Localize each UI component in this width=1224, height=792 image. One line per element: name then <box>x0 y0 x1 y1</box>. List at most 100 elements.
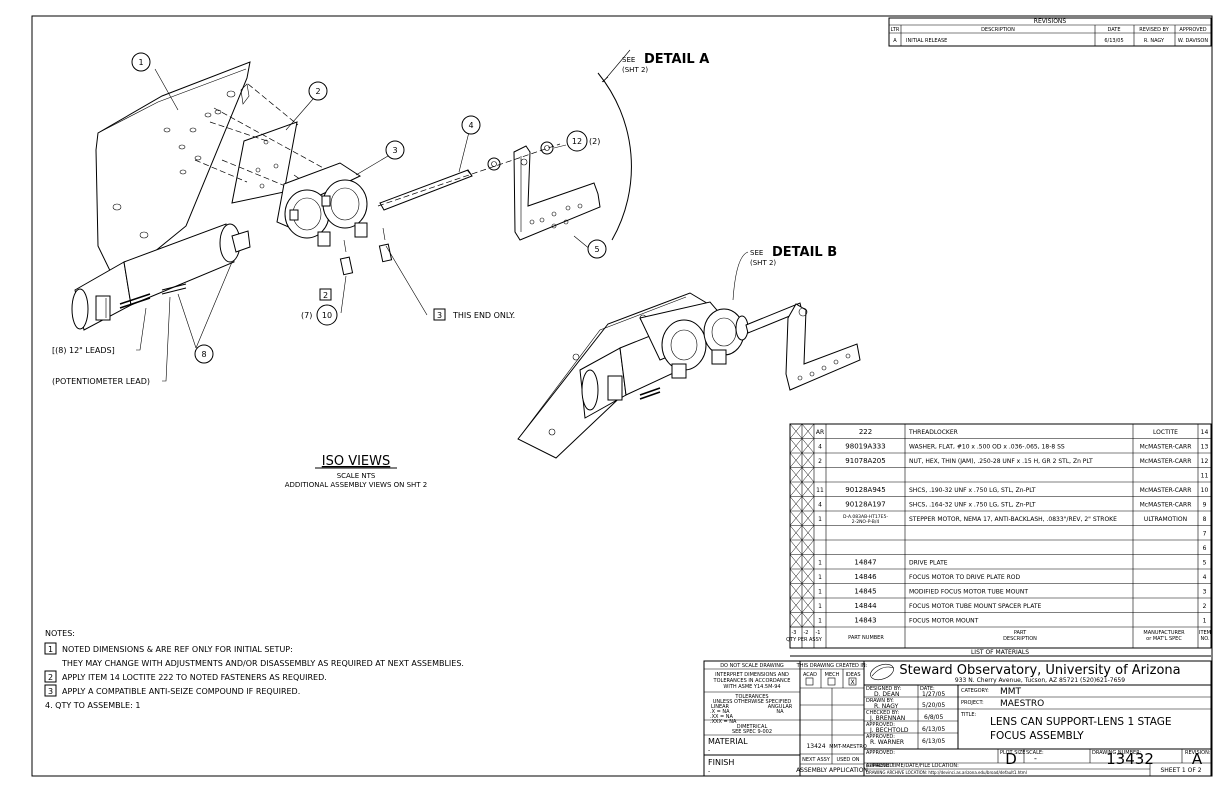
balloon-item-2: 2 <box>308 81 328 101</box>
bom-qty: 1 <box>818 574 822 581</box>
bom-qty: 1 <box>818 617 822 624</box>
tb-project: MAESTRO <box>1000 699 1044 709</box>
detail-b-leader <box>732 251 749 301</box>
bom-item-number: 7 <box>1203 530 1207 537</box>
bom-h-desc1: PART <box>1014 630 1027 636</box>
part-3-tube-mount <box>276 162 368 247</box>
note-2: APPLY ITEM 14 LOCTITE 222 TO NOTED FASTE… <box>62 673 327 682</box>
tb-rev-label: REVISION: <box>1185 750 1211 756</box>
bom-description: STEPPER MOTOR, NEMA 17, ANTI-BACKLASH, .… <box>909 516 1117 523</box>
detail-b-see: SEE <box>750 249 763 257</box>
general-notes: NOTES: 1 NOTED DIMENSIONS & ARE REF ONLY… <box>44 629 464 710</box>
tb-linear: LINEAR <box>711 704 730 710</box>
svg-text:3: 3 <box>437 311 442 320</box>
tb-approved1: J. BECHTOLD <box>869 727 909 734</box>
bom-item-number: 13 <box>1201 443 1209 450</box>
tb-current-time: CURRENT TIME/DATE/FILE LOCATION: <box>866 763 959 769</box>
bom-item-number: 12 <box>1201 458 1209 465</box>
tb-approved2-date: 6/13/05 <box>922 738 945 745</box>
balloon-item-3: 3 <box>385 140 405 160</box>
svg-text:(7): (7) <box>301 311 312 320</box>
revisions-block: REVISIONS LTR DESCRIPTION DATE REVISED B… <box>888 17 1212 47</box>
svg-text:2: 2 <box>48 673 53 682</box>
bom-item-number: 9 <box>1203 501 1207 508</box>
bom-item-number: 2 <box>1203 603 1207 610</box>
revisions-title: REVISIONS <box>1034 18 1067 25</box>
tb-designed-by-label: DESIGNED BY: <box>866 686 901 692</box>
note-1b: THEY MAY CHANGE WITH ADJUSTMENTS AND/OR … <box>61 659 464 668</box>
tb-unless: UNLESS OTHERWISE SPECIFIED <box>713 699 792 705</box>
tb-dimetrical: DIMETRICAL <box>737 724 768 730</box>
svg-text:10: 10 <box>322 311 332 320</box>
bom-description: THREADLOCKER <box>908 429 958 436</box>
iso-views-additional: ADDITIONAL ASSEMBLY VIEWS ON SHT 2 <box>285 481 428 489</box>
tb-material-val: - <box>708 747 710 754</box>
tb-drawn-date: 5/20/05 <box>922 702 945 709</box>
rev-header-desc: DESCRIPTION <box>981 27 1015 33</box>
bom-h-item2: NO. <box>1200 636 1209 642</box>
bom-part-number: 14845 <box>854 587 876 595</box>
tb-address: 933 N. Cherry Avenue, Tucson, AZ 85721 (… <box>955 677 1125 684</box>
note-1: NOTED DIMENSIONS & ARE REF ONLY FOR INIT… <box>62 645 293 654</box>
bom-qty: 1 <box>818 603 822 610</box>
bom-part-number: 222 <box>859 428 872 436</box>
balloon-item-8: 8 <box>194 344 214 364</box>
bom-item-number: 11 <box>1201 472 1209 479</box>
tb-interpret-3: WITH ASME Y14.5M-94 <box>723 684 780 690</box>
tb-tol-xx: .XX = NA <box>710 714 734 720</box>
tb-approved3-label: APPROVED: <box>866 750 895 756</box>
bom-item-number: 4 <box>1203 574 1207 581</box>
svg-text:1: 1 <box>48 645 53 654</box>
balloon-item-5: 5 <box>587 239 607 259</box>
bill-of-materials: LIST OF MATERIALS -3 -2 -1 QTY PER ASSY … <box>786 423 1212 657</box>
tb-material: MATERIAL <box>708 737 748 746</box>
tb-dwg-no-label: DRAWING NUMBER: <box>1092 750 1142 756</box>
title-block: DO NOT SCALE DRAWING INTERPRET DIMENSION… <box>703 660 1212 777</box>
bom-part-number: 14847 <box>854 558 876 566</box>
tb-drawn-by-label: DRAWN BY: <box>866 698 894 704</box>
iso-views-scale: SCALE NTS <box>337 472 376 480</box>
tb-designed-by: D. DEAN <box>874 691 899 698</box>
bom-qty: 4 <box>818 443 822 450</box>
balloon-item-10: (7) 10 <box>301 304 338 326</box>
bom-part-number: D-A.083AB-HT17E5-2-2NO-P-B/4 <box>843 514 888 525</box>
bom-h-mfr2: or MAT'L SPEC <box>1146 636 1182 642</box>
tb-sw-acad: ACAD <box>803 672 817 678</box>
tb-title-label: TITLE: <box>960 712 977 718</box>
tb-application: ASSEMBLY APPLICATION <box>796 767 868 774</box>
tb-sheet: SHEET 1 OF 2 <box>1160 767 1201 774</box>
bom-item-number: 10 <box>1201 487 1209 494</box>
svg-text:4: 4 <box>468 121 473 130</box>
tb-see-spec: SEE SPEC 9-002 <box>732 729 772 735</box>
rev-row-ltr: A <box>893 38 897 44</box>
leads-callout: [(8) 12" LEADS] <box>52 346 115 355</box>
part-8-stepper-motor <box>71 223 251 331</box>
balloon-item-12: 12 (2) <box>566 130 600 152</box>
bom-h-dash-2: -2 <box>804 630 809 636</box>
bom-description: WASHER, FLAT, #10 x .500 OD x .036-.065,… <box>909 443 1065 450</box>
bom-part-number: 91078A205 <box>845 457 885 465</box>
bom-row: 11 <box>789 467 1211 483</box>
bom-description: FOCUS MOTOR TUBE MOUNT SPACER PLATE <box>909 603 1042 610</box>
rev-header-date: DATE <box>1107 27 1120 33</box>
tb-used-on: USED ON <box>836 757 859 763</box>
tb-sw-mech: MECH <box>825 672 840 678</box>
bom-qty: 2 <box>818 458 822 465</box>
bom-qty: 11 <box>816 487 824 494</box>
tb-next-assy-val: 13424 <box>806 743 825 750</box>
part-5-drive-plate <box>513 145 601 241</box>
part-12-nuts <box>487 141 554 171</box>
bom-qty: 4 <box>818 501 822 508</box>
rev-header-approved: APPROVED <box>1179 27 1206 33</box>
bom-manufacturer: McMASTER-CARR <box>1140 443 1192 450</box>
notes-heading: NOTES: <box>45 629 75 638</box>
bom-part-number: 98019A333 <box>845 442 885 450</box>
tb-org: Steward Observatory, University of Arizo… <box>899 663 1180 678</box>
bom-description: SHCS, .190-32 UNF x .750 LG, STL, Zn-PLT <box>909 487 1036 494</box>
rev-header-ltr: LTR <box>891 27 900 33</box>
